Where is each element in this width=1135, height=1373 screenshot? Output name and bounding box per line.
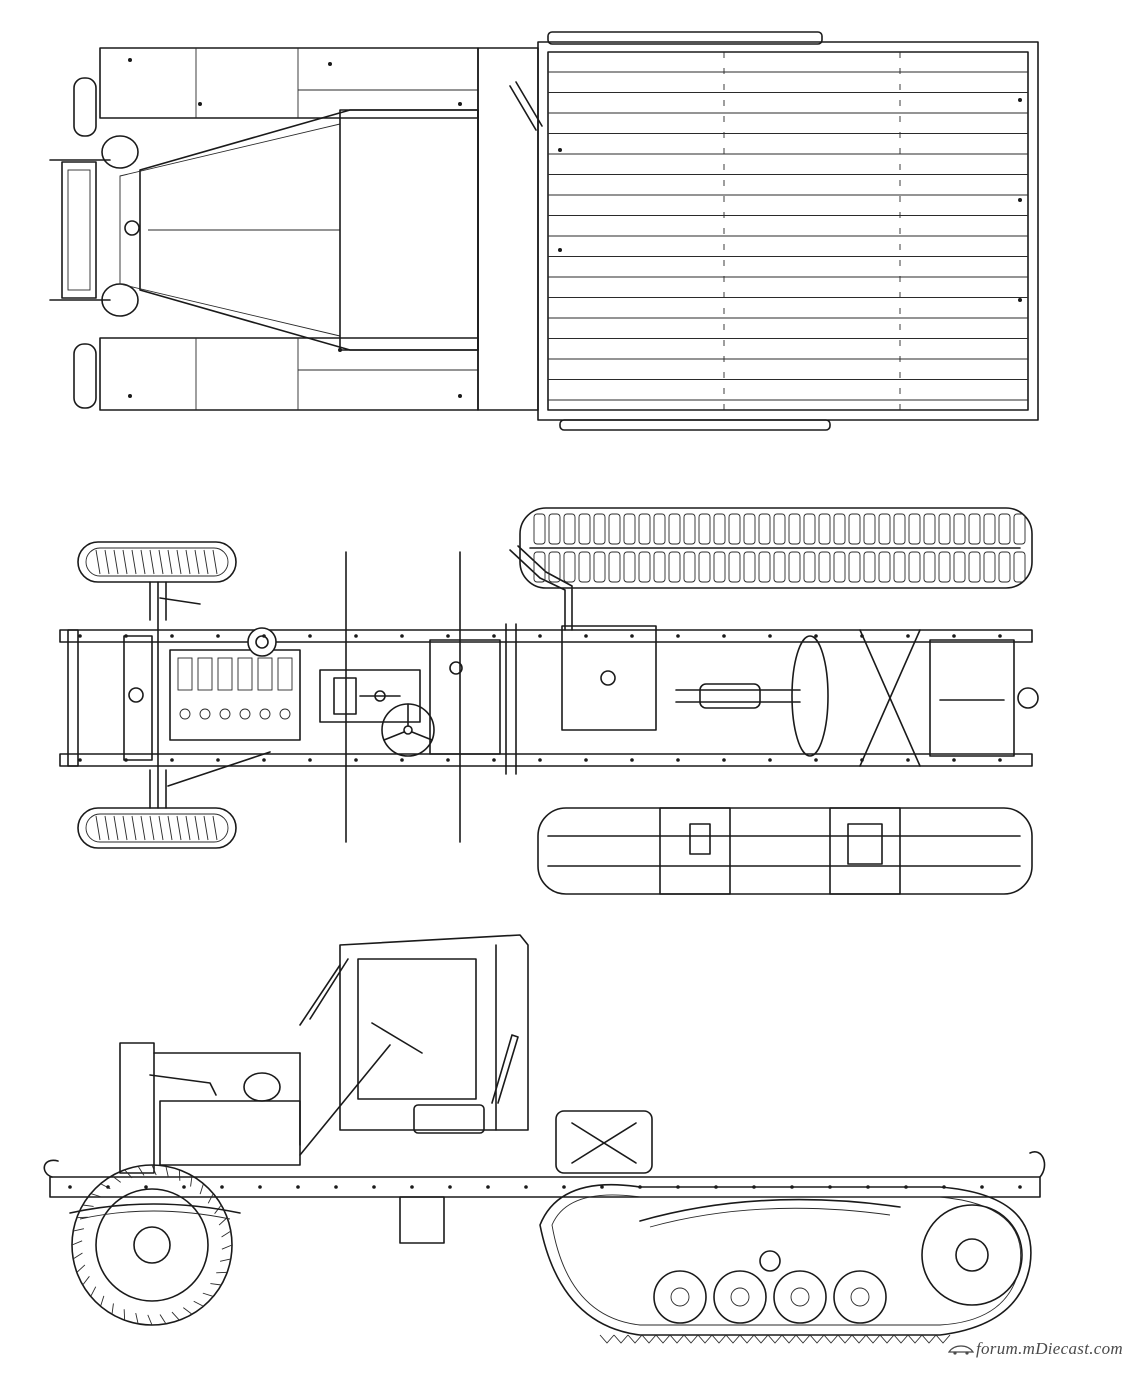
side-view-drawing — [43, 934, 1046, 1344]
watermark-text: forum.mDiecast.com — [975, 1339, 1123, 1358]
engine — [159, 1100, 301, 1166]
front-tire-left — [77, 541, 237, 583]
tow-hook — [1017, 687, 1039, 709]
cab-step — [399, 1196, 445, 1244]
chassis-view-drawing — [59, 507, 1039, 895]
front-wheel-left — [73, 77, 97, 137]
car-logo-icon — [947, 1345, 974, 1355]
top-view — [0, 0, 1135, 440]
cab-body — [339, 934, 529, 1131]
fuel-tank-side — [555, 1110, 653, 1174]
cab-rear — [477, 47, 539, 411]
headlight-left — [101, 135, 139, 169]
track-left — [519, 507, 1033, 589]
half-track-side — [539, 1183, 1032, 1336]
frame-rail-right — [59, 753, 1033, 767]
fender-right — [99, 337, 479, 411]
frame-side — [49, 1176, 1041, 1198]
track-right — [537, 807, 1033, 895]
fender-left — [99, 47, 479, 119]
watermark: forum.mDiecast.com — [947, 1339, 1123, 1359]
driveshaft-joint — [699, 683, 761, 709]
cargo-floor — [547, 51, 1029, 411]
fuel-tank — [561, 625, 657, 731]
seat — [413, 1104, 485, 1134]
air-cleaner — [243, 1072, 281, 1102]
rear-crossmember — [929, 639, 1015, 757]
cargo-planks — [548, 71, 1028, 401]
side-view — [0, 925, 1135, 1365]
cab-floor — [429, 639, 501, 755]
chassis-view — [0, 490, 1135, 900]
radiator-front — [119, 1042, 155, 1174]
front-bumper — [61, 161, 97, 299]
cab-window — [357, 958, 477, 1100]
gearbox — [319, 669, 421, 723]
front-wheel-right — [73, 343, 97, 409]
air-filter — [247, 627, 277, 657]
engine-block — [169, 649, 301, 741]
frame-rail-left — [59, 629, 1033, 643]
top-view-drawing — [49, 31, 1039, 431]
front-tire-right — [77, 807, 237, 849]
radiator — [123, 635, 153, 761]
cab-roof — [339, 109, 479, 351]
rear-drive-sprocket — [921, 1204, 1023, 1306]
cargo-bed — [537, 41, 1039, 421]
differential — [791, 635, 829, 757]
